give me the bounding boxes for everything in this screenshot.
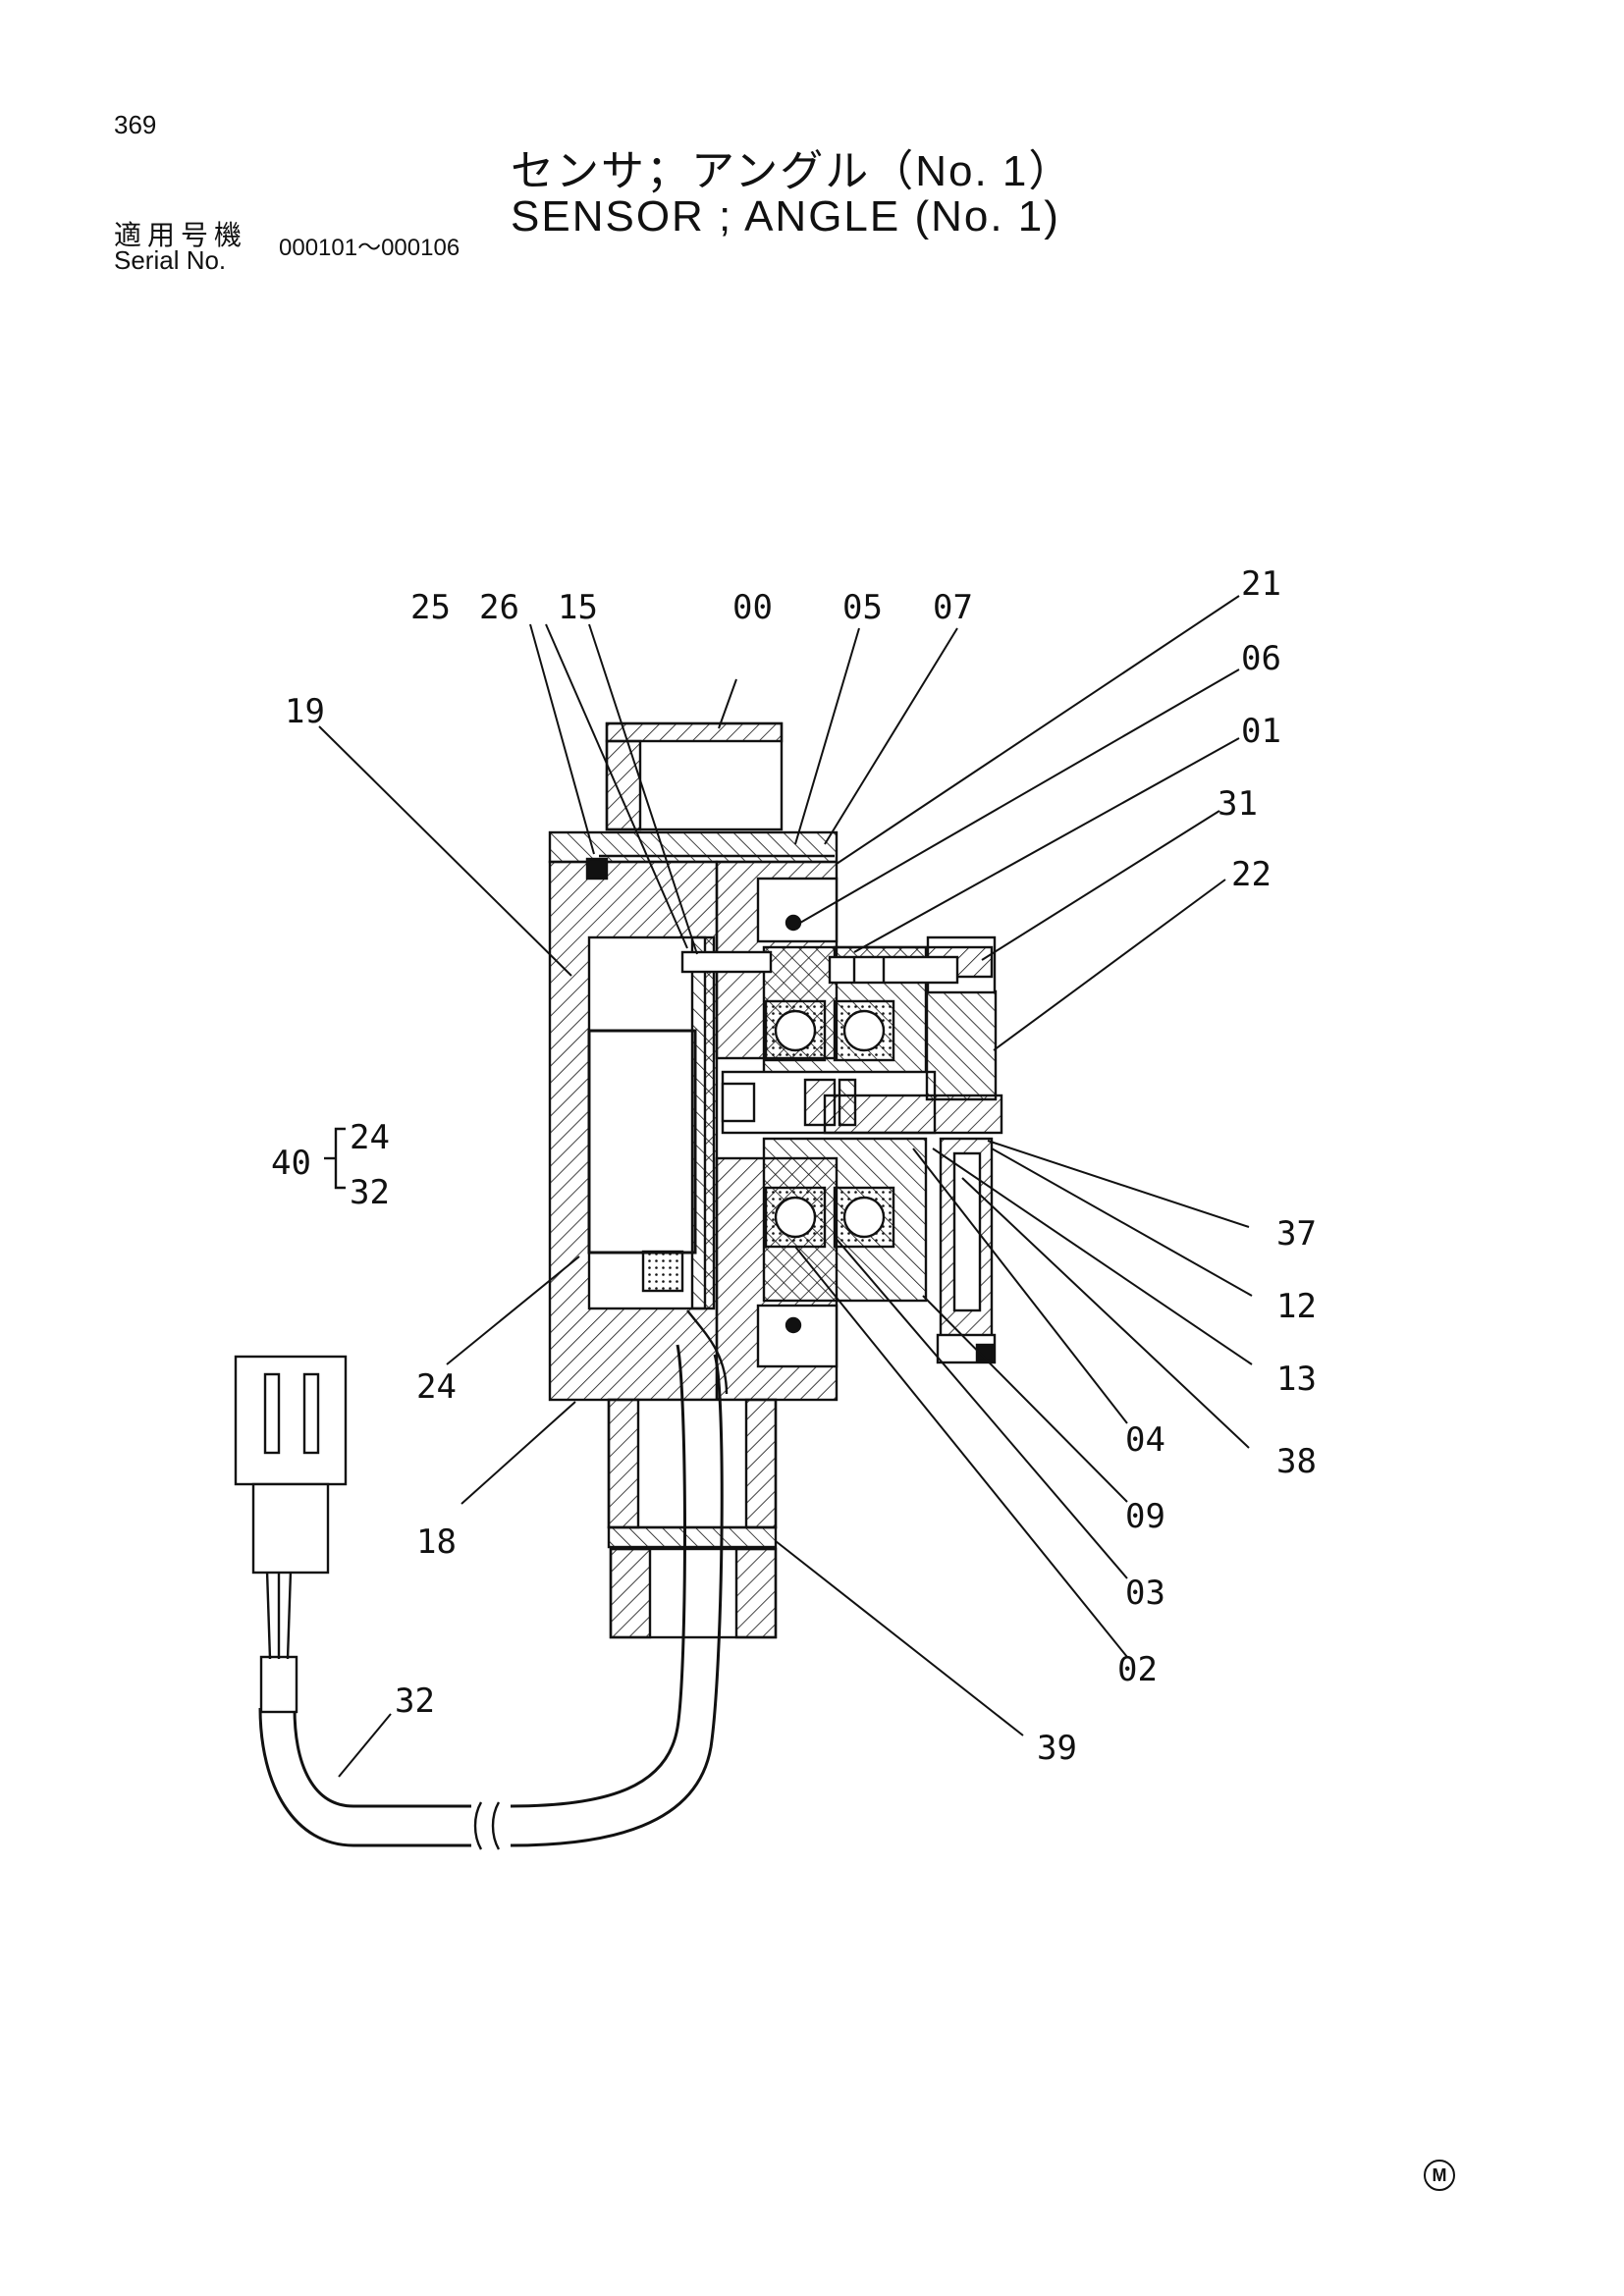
callout-22: 22 xyxy=(1231,855,1272,894)
callout-01: 01 xyxy=(1241,712,1281,751)
page-number: 369 xyxy=(114,110,157,139)
callout-13: 13 xyxy=(1276,1360,1317,1399)
callout-04: 04 xyxy=(1125,1420,1165,1460)
callout-39: 39 xyxy=(1037,1729,1077,1768)
callout-24: 24 xyxy=(416,1367,457,1407)
leader-lines xyxy=(318,595,1253,1778)
assembly-drawing xyxy=(234,721,1003,1850)
callout-03: 03 xyxy=(1125,1574,1165,1613)
callout-15: 15 xyxy=(558,588,598,627)
callout-06: 06 xyxy=(1241,639,1281,678)
callout-05: 05 xyxy=(842,588,883,627)
callout-12: 12 xyxy=(1276,1287,1317,1326)
callout-26: 26 xyxy=(479,588,519,627)
callout-labels: 25 26 15 00 05 07 21 06 01 31 22 19 37 1… xyxy=(271,564,1317,1768)
callout-07: 07 xyxy=(933,588,973,627)
serial-label-japanese: 適用号機 xyxy=(114,220,248,250)
callout-00: 00 xyxy=(732,588,773,627)
corner-mark: M xyxy=(1424,2160,1455,2191)
callout-19: 19 xyxy=(285,692,325,731)
serial-range: 000101～000106 xyxy=(279,235,460,261)
callout-31: 31 xyxy=(1218,784,1258,824)
callout-37: 37 xyxy=(1276,1214,1317,1254)
callout-09: 09 xyxy=(1125,1497,1165,1536)
kit-item-32: 32 xyxy=(350,1173,390,1212)
title-english: SENSOR ; ANGLE (No. 1) xyxy=(511,192,1060,240)
kit-item-24: 24 xyxy=(350,1118,390,1157)
callout-18: 18 xyxy=(416,1522,457,1562)
serial-label-english: Serial No. xyxy=(114,245,227,275)
callout-21: 21 xyxy=(1241,564,1281,604)
kit-number: 40 xyxy=(271,1144,311,1183)
callout-32: 32 xyxy=(395,1682,435,1721)
title-japanese: センサ；アングル（No. 1） xyxy=(511,147,1074,195)
callout-25: 25 xyxy=(410,588,451,627)
callout-38: 38 xyxy=(1276,1442,1317,1481)
callout-02: 02 xyxy=(1117,1650,1158,1689)
